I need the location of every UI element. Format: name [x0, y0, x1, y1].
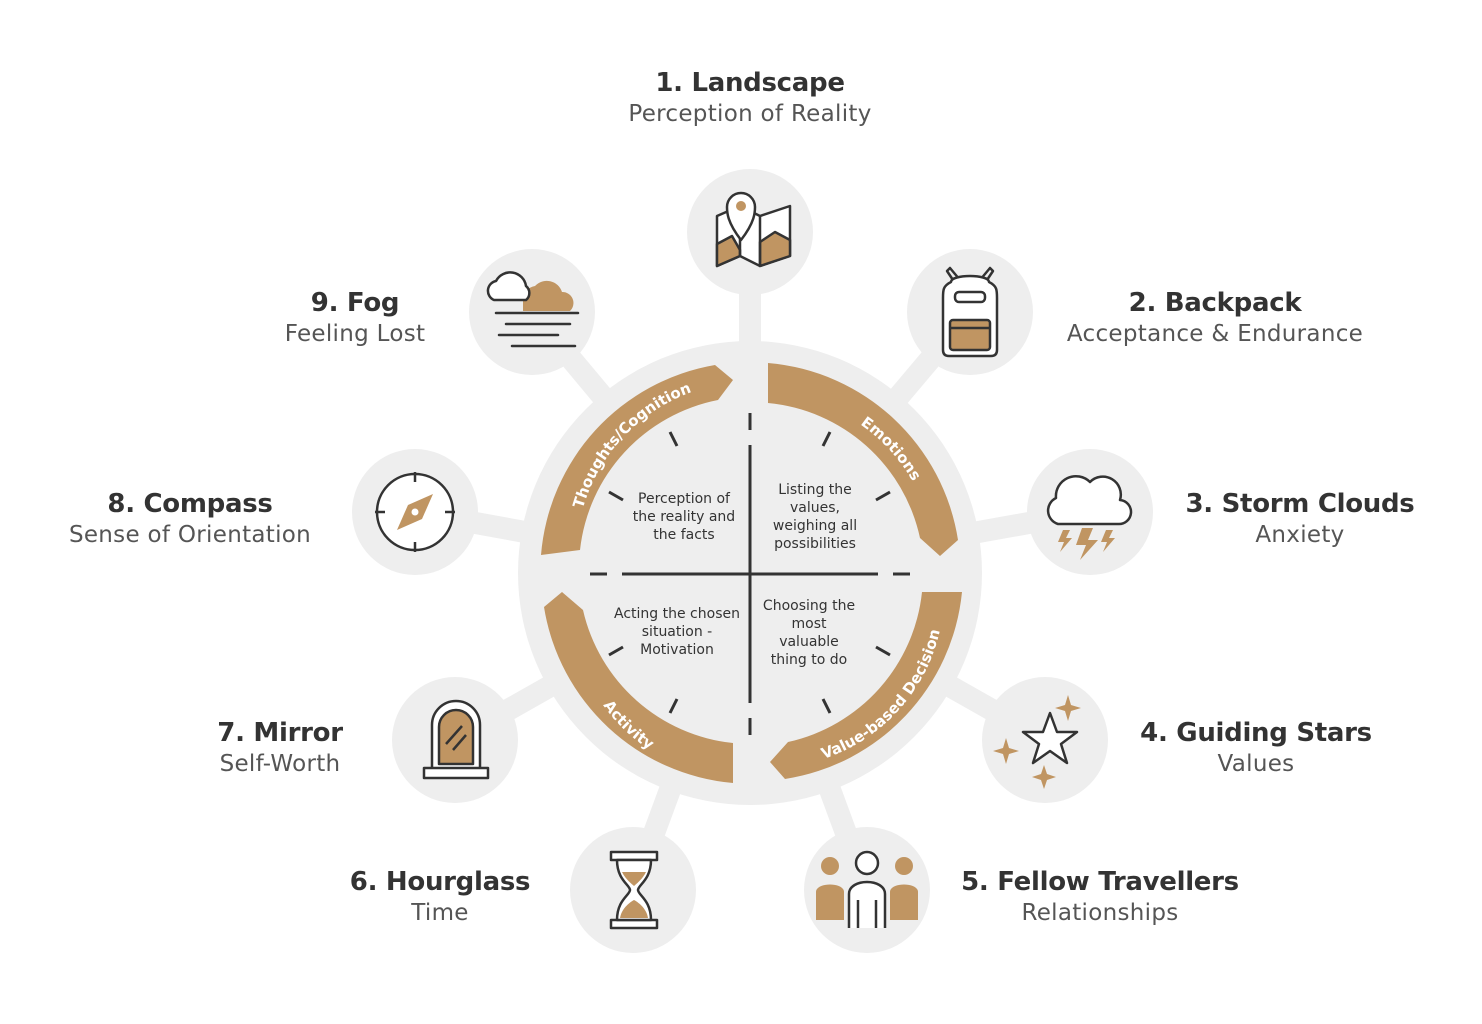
- node-title-storm-clouds: 3. Storm Clouds: [1185, 489, 1415, 519]
- node-title-guiding-stars: 4. Guiding Stars: [1140, 718, 1372, 748]
- people-icon: [816, 850, 918, 928]
- storm-cloud-icon: [1046, 475, 1133, 560]
- node-label-hourglass: 6. Hourglass Time: [330, 867, 550, 926]
- node-title-fellow-travellers: 5. Fellow Travellers: [961, 867, 1239, 897]
- arc-band-emotions: [768, 363, 958, 556]
- node-label-fellow-travellers: 5. Fellow Travellers Relationships: [950, 867, 1250, 926]
- node-label-compass: 8. Compass Sense of Orientation: [40, 489, 340, 548]
- node-subtitle-landscape: Perception of Reality: [628, 101, 872, 127]
- mirror-icon: [422, 699, 490, 780]
- tick: [668, 698, 679, 714]
- tick: [875, 490, 891, 502]
- map-pin-icon: [715, 191, 792, 268]
- node-label-fog: 9. Fog Feeling Lost: [260, 288, 450, 347]
- quadrant-arcs: [541, 363, 962, 783]
- node-label-backpack: 2. Backpack Acceptance & Endurance: [1030, 288, 1400, 347]
- node-title-hourglass: 6. Hourglass: [349, 867, 531, 897]
- arc-band-thoughts: [541, 365, 733, 555]
- tick: [668, 431, 679, 447]
- quadrant-text-bottom-right: Choosing the most valuable thing to do: [762, 598, 856, 668]
- node-title-fog: 9. Fog: [310, 288, 400, 318]
- node-subtitle-fog: Feeling Lost: [284, 321, 426, 347]
- tick: [875, 645, 891, 657]
- stars-icon: [993, 695, 1081, 789]
- compass-icon: [375, 472, 455, 552]
- quadrant-text-top-left: Perception of the reality and the facts: [632, 491, 736, 543]
- arc-band-decision: [770, 592, 962, 779]
- node-subtitle-guiding-stars: Values: [1217, 751, 1295, 777]
- node-subtitle-compass: Sense of Orientation: [68, 522, 312, 548]
- inner-cross: [590, 413, 910, 735]
- quadrant-text-top-right: Listing the values, weighing all possibi…: [772, 482, 858, 552]
- fog-icon: [486, 271, 580, 348]
- tick: [821, 698, 832, 714]
- node-title-backpack: 2. Backpack: [1128, 288, 1302, 318]
- node-title-landscape: 1. Landscape: [655, 68, 845, 98]
- tick: [608, 645, 624, 657]
- node-subtitle-storm-clouds: Anxiety: [1255, 522, 1345, 548]
- node-label-mirror: 7. Mirror Self-Worth: [190, 718, 370, 777]
- node-label-guiding-stars: 4. Guiding Stars Values: [1116, 718, 1396, 777]
- node-subtitle-backpack: Acceptance & Endurance: [1066, 321, 1364, 347]
- node-title-compass: 8. Compass: [107, 489, 273, 519]
- quadrant-text-bottom-left: Acting the chosen situation - Motivation: [614, 606, 740, 658]
- arc-band-activity: [544, 592, 733, 783]
- node-label-landscape: 1. Landscape Perception of Reality: [550, 68, 950, 127]
- hourglass-icon: [609, 850, 659, 930]
- node-subtitle-fellow-travellers: Relationships: [1021, 900, 1179, 926]
- node-title-mirror: 7. Mirror: [217, 718, 343, 748]
- backpack-icon: [941, 266, 999, 358]
- tick: [821, 431, 832, 447]
- node-label-storm-clouds: 3. Storm Clouds Anxiety: [1160, 489, 1440, 548]
- node-subtitle-mirror: Self-Worth: [219, 751, 341, 777]
- tick: [608, 490, 624, 502]
- node-subtitle-hourglass: Time: [411, 900, 469, 926]
